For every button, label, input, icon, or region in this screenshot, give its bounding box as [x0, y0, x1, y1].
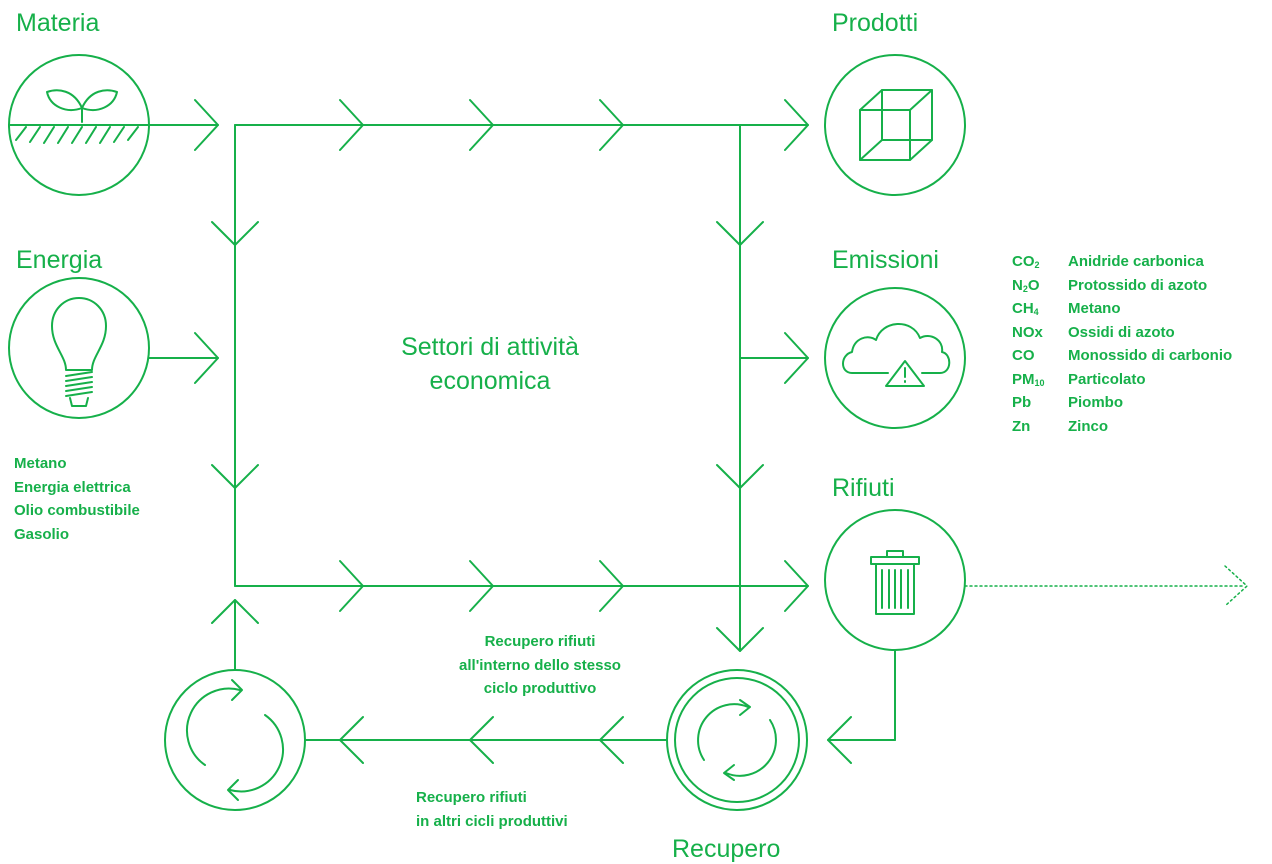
recycle-icon [674, 677, 800, 803]
energia-list: Metano Energia elettrica Olio combustibi… [14, 452, 140, 546]
arrow-right [784, 99, 809, 151]
prodotti-circle [824, 54, 966, 196]
emission-row: NOx Ossidi di azoto [1012, 321, 1232, 345]
emission-name: Zinco [1068, 417, 1108, 435]
arrow-down [716, 221, 764, 246]
recupero-interno-circle [164, 669, 306, 811]
trash-icon [870, 550, 920, 615]
arrow-right [194, 332, 219, 384]
arrow-right [784, 332, 809, 384]
arrow-left [339, 716, 364, 764]
arrow-right [469, 99, 494, 151]
emission-name: Protossido di azoto [1068, 276, 1208, 294]
arrow-left [827, 716, 852, 764]
center-title: Settori di attività economica [340, 330, 640, 398]
lightbulb-icon [51, 297, 107, 407]
arrow-down [211, 464, 259, 489]
emission-row: CO Monossido di carbonio [1012, 344, 1232, 368]
recupero-circle [666, 669, 808, 811]
arrow-down [716, 464, 764, 489]
emission-row: CH4 Metano [1012, 297, 1232, 321]
arrow-right [599, 560, 624, 612]
emission-name: Monossido di carbonio [1068, 347, 1233, 364]
energia-item: Metano [14, 455, 67, 472]
materia-label: Materia [16, 9, 100, 37]
energia-circle [8, 277, 150, 419]
recupero-altri-text: Recupero rifiuti in altri cicli produtti… [416, 789, 568, 830]
arrow-right [194, 99, 219, 151]
emission-row: Pb Piombo [1012, 391, 1232, 415]
arrow-right [599, 99, 624, 151]
emissions-list: CO2 Anidride carbonica N2O Protossido di… [1012, 250, 1232, 438]
arrow-left [469, 716, 494, 764]
emission-name: Ossidi di azoto [1068, 323, 1175, 341]
cycle-icon [186, 679, 284, 801]
emission-name: Particolato [1068, 370, 1146, 388]
arrow-right [784, 560, 809, 612]
arrow-right-dotted [1224, 565, 1248, 607]
arrow-left [599, 716, 624, 764]
plant-icon [8, 89, 150, 144]
emission-name: Piombo [1068, 394, 1123, 411]
cube-icon [859, 89, 933, 161]
energia-label: Energia [16, 246, 103, 274]
rifiuti-label: Rifiuti [832, 474, 895, 502]
energia-item: Energia elettrica [14, 478, 131, 496]
flow-arrows [194, 99, 1248, 764]
prodotti-label: Prodotti [832, 9, 919, 37]
flow-lines [148, 124, 1246, 741]
arrow-down [211, 221, 259, 246]
arrow-right [469, 560, 494, 612]
recupero-label: Recupero [672, 835, 781, 863]
emission-name: Metano [1068, 300, 1121, 317]
arrow-right [339, 560, 364, 612]
recupero-interno-text: Recupero rifiuti all'interno dello stess… [459, 633, 621, 697]
emission-name: Anidride carbonica [1068, 253, 1204, 270]
energia-item: Olio combustibile [14, 502, 140, 519]
emissioni-circle [824, 287, 966, 429]
center-title-line2: economica [429, 367, 551, 395]
center-title-line1: Settori di attività [401, 333, 579, 361]
emission-row: N2O Protossido di azoto [1012, 274, 1232, 298]
energia-item: Gasolio [14, 525, 70, 543]
cloud-warning-icon [842, 323, 951, 387]
emission-row: CO2 Anidride carbonica [1012, 250, 1232, 274]
arrow-down [716, 627, 764, 652]
emissioni-label: Emissioni [832, 246, 939, 274]
arrow-up [211, 599, 259, 624]
emission-row: Zn Zinco [1012, 415, 1232, 439]
emission-row: PM10 Particolato [1012, 368, 1232, 392]
arrow-right [339, 99, 364, 151]
